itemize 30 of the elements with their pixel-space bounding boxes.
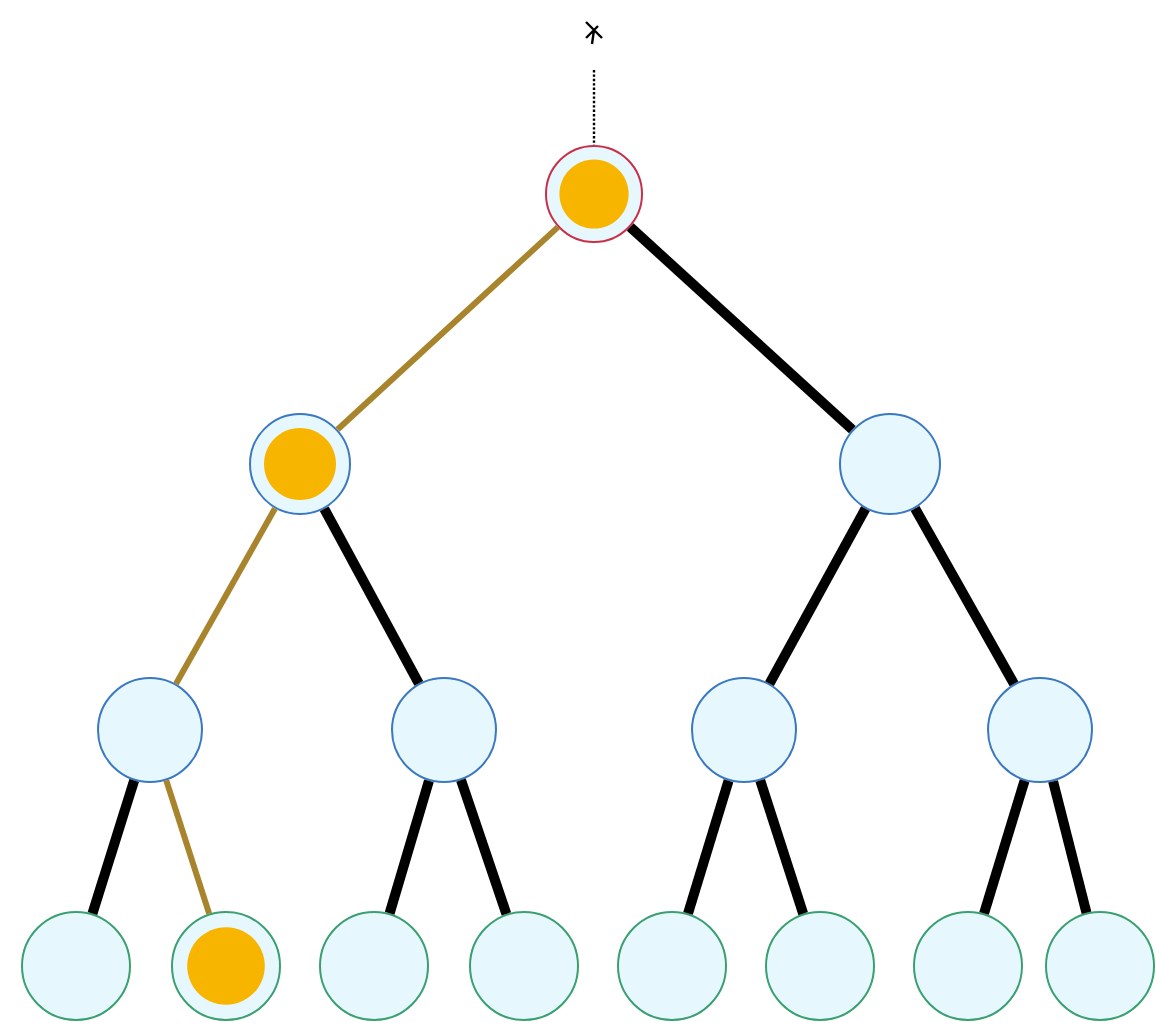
connector-line: [456, 778, 512, 916]
circle-node: [21, 911, 131, 1021]
highlighted-circle-node: [249, 413, 351, 515]
circle-node: [391, 677, 497, 783]
dotted-line: [592, 70, 596, 145]
connector-line: [910, 505, 1019, 687]
circle-node: [839, 413, 941, 515]
circle-node: [97, 677, 203, 783]
connector-line: [384, 779, 434, 915]
connector-line: [765, 506, 870, 686]
circle-node: [469, 911, 579, 1021]
connector-line: [163, 779, 212, 915]
circle-node: [319, 911, 429, 1021]
connector-line: [87, 779, 139, 916]
connector-line: [335, 224, 560, 432]
circle-node: [691, 677, 797, 783]
highlighted-circle-node: [171, 911, 281, 1021]
circle-node: [765, 911, 875, 1021]
circle-node: [913, 911, 1023, 1021]
connector-line: [755, 778, 808, 916]
connector-line: [626, 223, 856, 434]
connector-line: [319, 506, 424, 686]
highlighted-circle-node: [545, 145, 643, 243]
circle-node: [1045, 911, 1155, 1021]
connector-line: [1048, 780, 1092, 914]
connector-line: [979, 779, 1030, 915]
connector-line: [683, 779, 734, 915]
circle-node: [617, 911, 727, 1021]
circle-node: [987, 677, 1093, 783]
connector-line: [173, 506, 278, 686]
